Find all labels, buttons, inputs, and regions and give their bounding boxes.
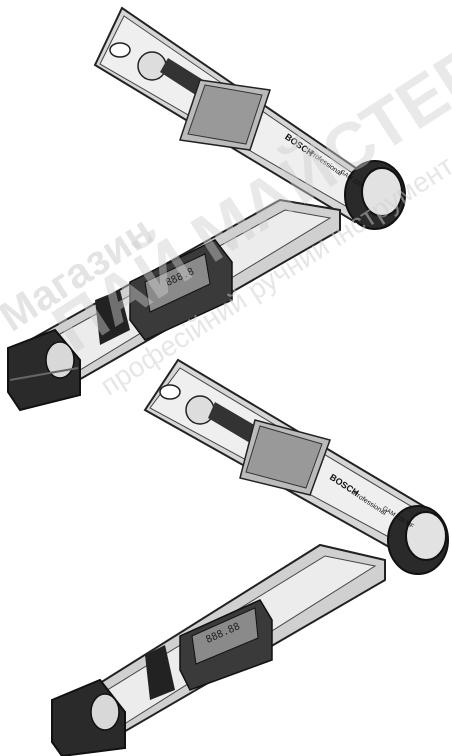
upper-arm-bottom bbox=[143, 358, 432, 554]
pivot-knob-top bbox=[344, 160, 406, 230]
foot-block-top bbox=[7, 328, 81, 412]
upper-arm-top bbox=[93, 6, 387, 224]
foot-block-bottom bbox=[51, 678, 126, 756]
pivot-knob-bottom bbox=[387, 505, 449, 575]
display-module-bottom bbox=[179, 599, 273, 691]
display-module-top bbox=[129, 239, 233, 341]
